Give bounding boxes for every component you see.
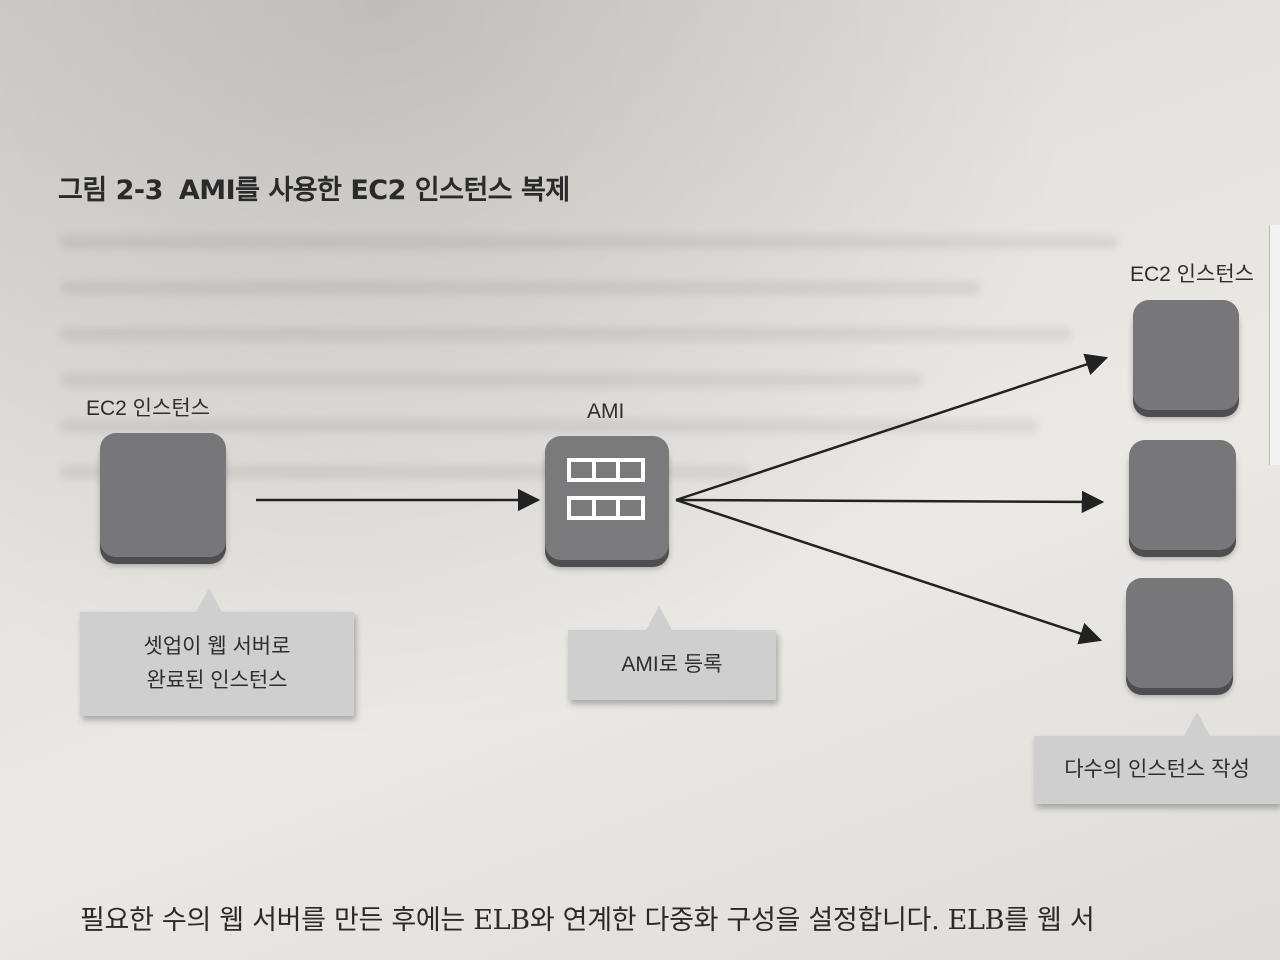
source-instance-box — [100, 433, 226, 557]
arrow-ami-to-instance-3 — [675, 498, 1103, 645]
ami-callout-text: AMI로 등록 — [621, 653, 723, 676]
ami-label: AMI — [587, 400, 625, 423]
target-instance-box-1 — [1133, 300, 1239, 410]
targets-callout: 다수의 인스턴스 작성 — [1034, 712, 1280, 804]
arrow-ami-to-instance-1 — [675, 353, 1109, 502]
source-callout-line-2: 완료된 인스턴스 — [146, 669, 288, 692]
source-callout: 셋업이 웹 서버로 완료된 인스턴스 — [80, 588, 354, 716]
target-instances-label: EC2 인스턴스 — [1130, 263, 1254, 286]
page-edge — [1269, 225, 1280, 465]
figure-number: 그림 2-3 — [58, 175, 163, 206]
target-instance-box-3 — [1126, 578, 1233, 688]
source-callout-line-1: 셋업이 웹 서버로 — [143, 635, 291, 658]
arrow-ami-to-instance-2 — [675, 490, 1105, 514]
ami-grid-icon — [567, 458, 645, 534]
ami-box — [545, 436, 669, 560]
body-paragraph: 필요한 수의 웹 서버를 만든 후에는 ELB와 연계한 다중화 구성을 설정합… — [80, 905, 1095, 936]
targets-callout-text: 다수의 인스턴스 작성 — [1064, 758, 1250, 781]
figure-title: AMI를 사용한 EC2 인스턴스 복제 — [178, 175, 570, 206]
figure-caption: 그림 2-3 AMI를 사용한 EC2 인스턴스 복제 — [58, 168, 570, 207]
ami-callout: AMI로 등록 — [568, 606, 776, 700]
source-instance-label: EC2 인스턴스 — [86, 397, 210, 420]
target-instance-box-2 — [1129, 440, 1236, 550]
